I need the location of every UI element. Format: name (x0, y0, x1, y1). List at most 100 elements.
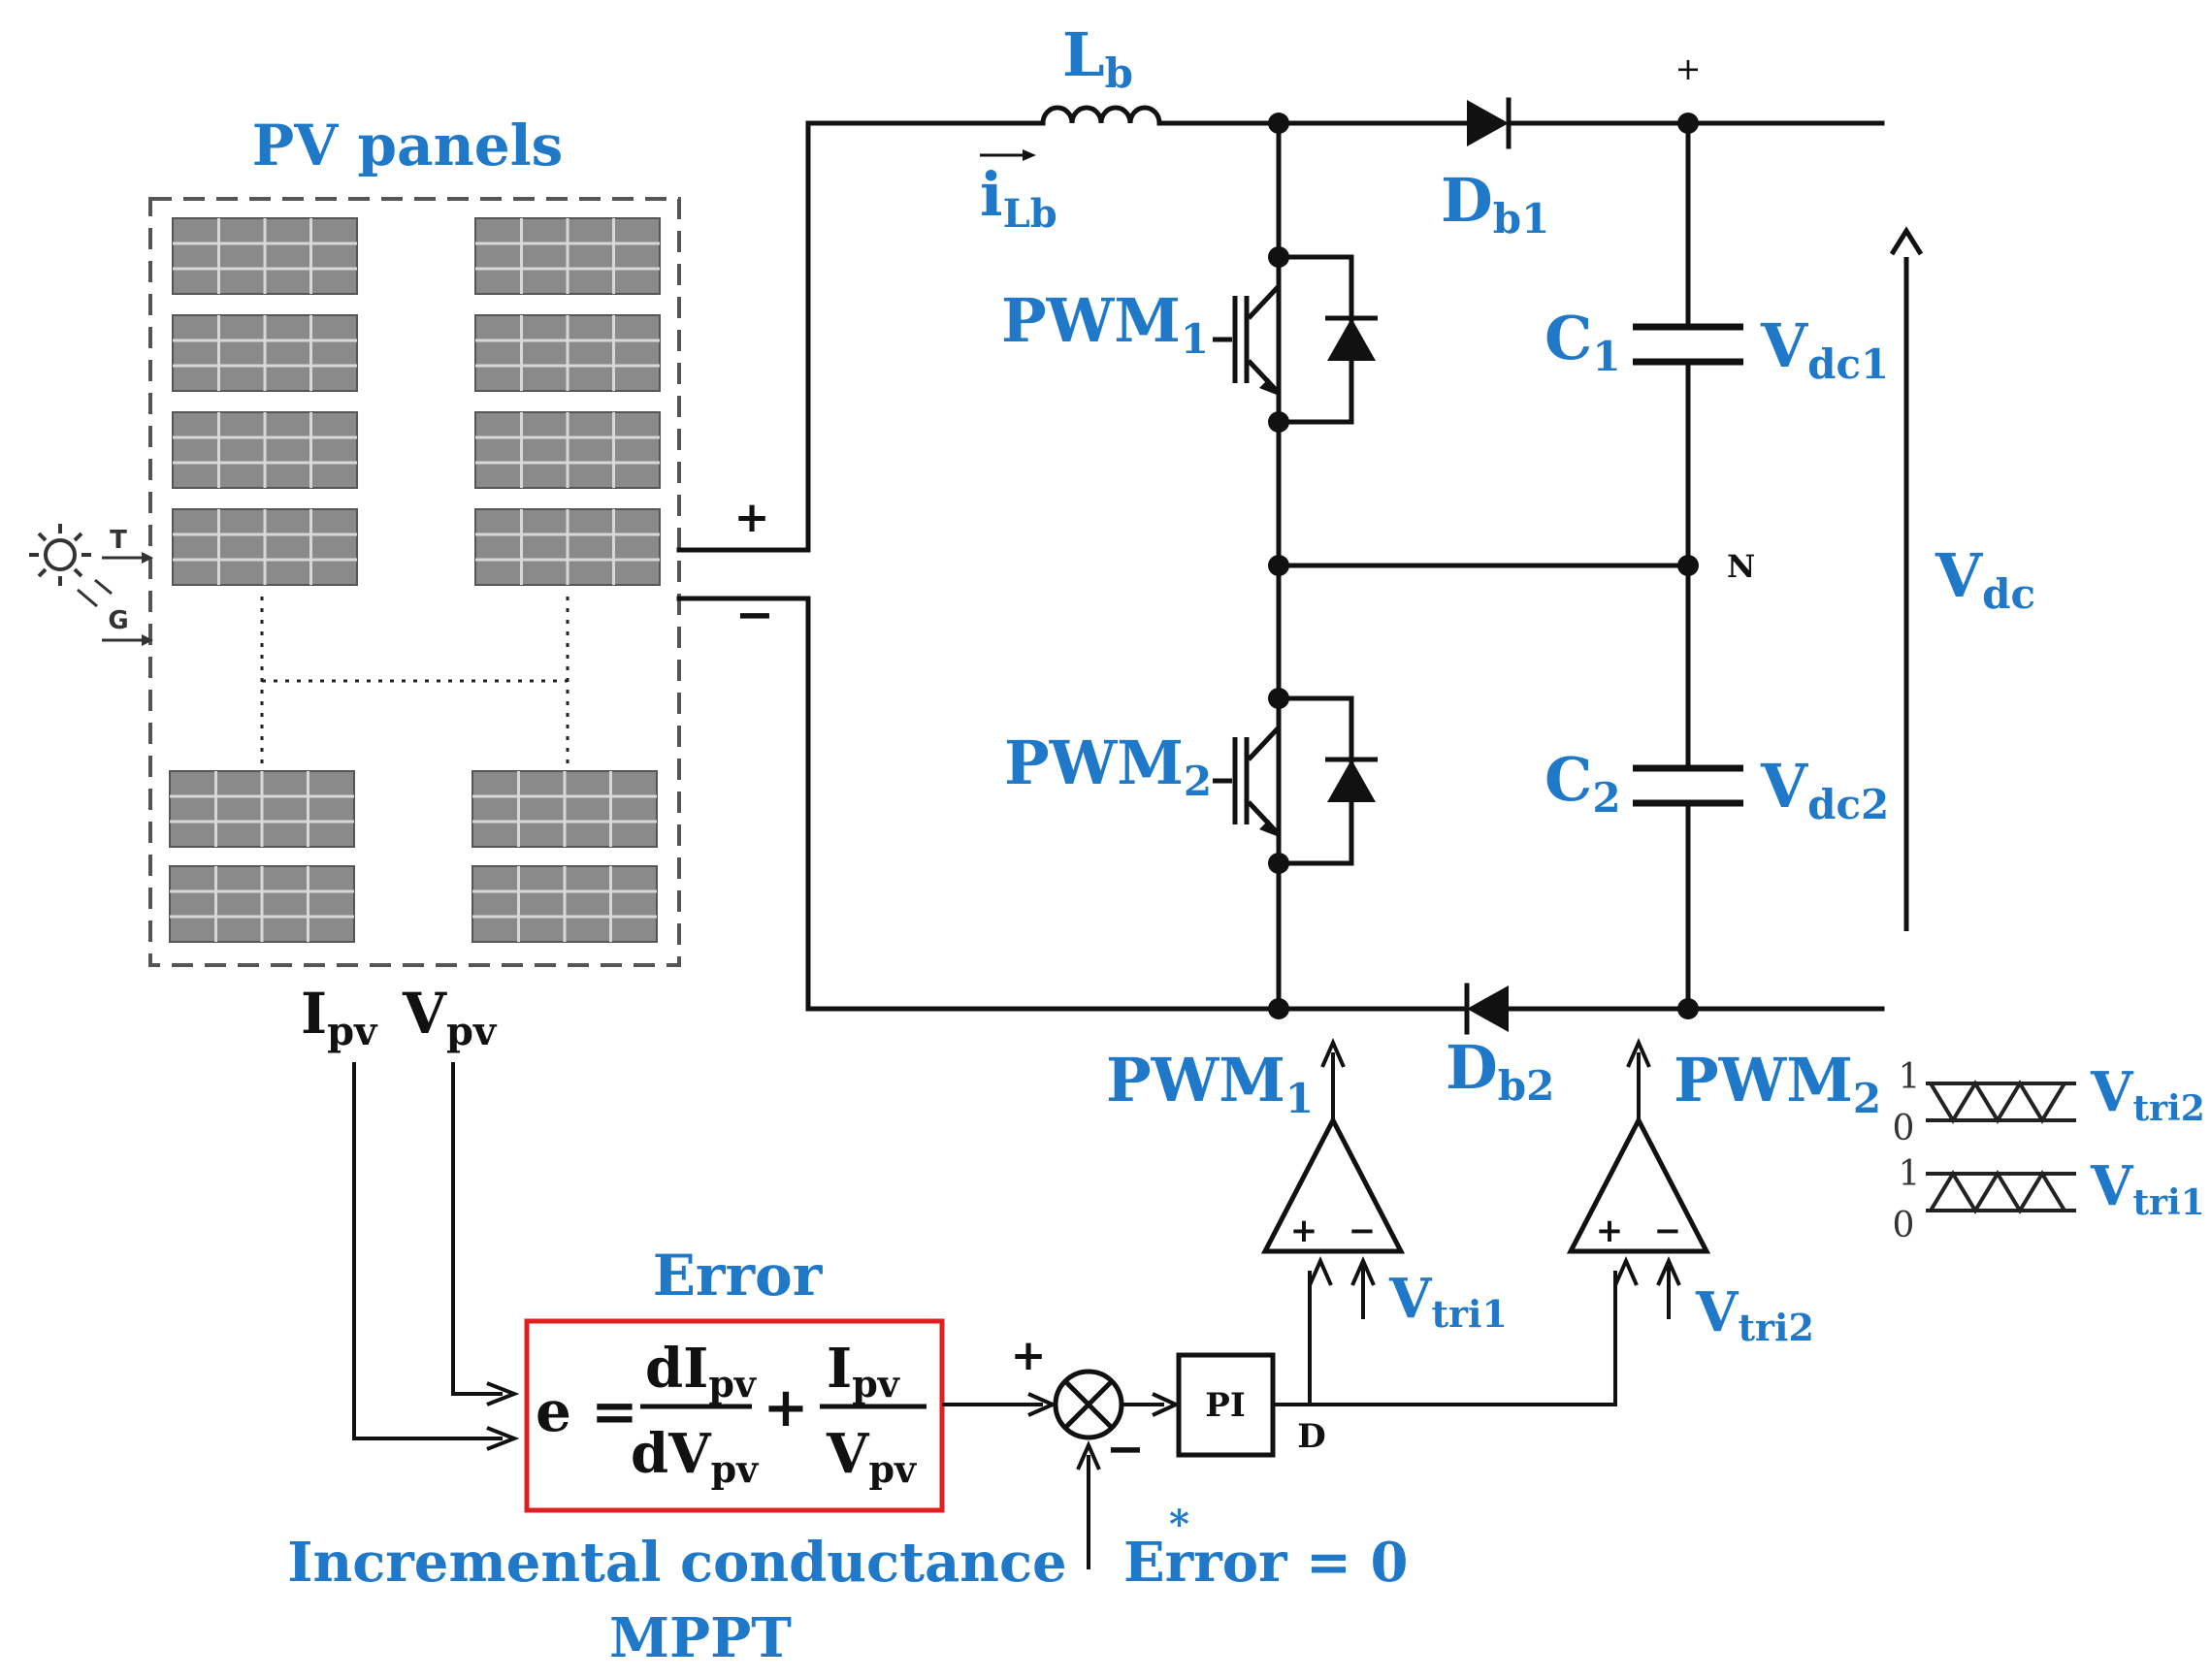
ray-line-2 (94, 578, 113, 596)
diode-db1-symbol (1467, 100, 1509, 146)
irradiance-arrowhead (142, 634, 153, 646)
diode-db2-label: Db2 (1446, 1032, 1554, 1110)
irradiance-label: G (108, 606, 128, 635)
solar-panel-module (474, 314, 661, 392)
switch-node (1268, 688, 1289, 709)
pv-plus-terminal: + (734, 493, 770, 542)
solar-panel-module (172, 508, 358, 586)
comparator-1: +− (1260, 1038, 1406, 1319)
node-bottom-switch (1268, 998, 1289, 1019)
inductor-label: Lb (1062, 19, 1133, 97)
boost-power-circuit: Lb iLb Db1 Db2 + N C1 C2 Vdc1 Vdc2 Vdc P… (805, 19, 2035, 1110)
solar-panel-module (169, 770, 355, 848)
diode-db1-label: Db1 (1441, 165, 1549, 242)
solar-panel-module (474, 411, 661, 489)
pi-input-arrowhead (1152, 1392, 1181, 1417)
vtri2-legend-label: Vtri2 (2090, 1060, 2205, 1129)
eq-den2: Vpv (826, 1422, 918, 1491)
ipv-signal-wire (352, 1062, 503, 1440)
neutral-label: N (1727, 548, 1755, 585)
comparator-plus: + (1290, 1212, 1318, 1250)
node-neutral (1677, 555, 1699, 576)
comparator-triangle (1260, 1115, 1406, 1254)
pv-minus-terminal: − (735, 588, 774, 642)
comparator-plus-arrowhead (1613, 1256, 1639, 1286)
switch-node (1268, 853, 1289, 874)
top-plus-label: + (1675, 50, 1702, 87)
eq-num2: Ipv (827, 1337, 901, 1405)
vtri1-comparator-label: Vtri1 (1388, 1267, 1508, 1336)
carrier2-one: 1 (1899, 1057, 1921, 1097)
carrier2-zero: 0 (1893, 1109, 1915, 1148)
node-top-switch (1268, 113, 1289, 134)
vpv-signal-arrowhead (486, 1381, 520, 1406)
temperature-label: T (110, 526, 127, 555)
solar-panel-module (474, 217, 661, 295)
carrier-input-arrowhead (1656, 1256, 1681, 1286)
node-top-cap (1677, 113, 1699, 134)
carrier-legend: 1 0 Vtri2 1 0 Vtri1 (1893, 1057, 2205, 1245)
pv-negative-wire (676, 596, 981, 1012)
comparator-output-arrowhead (1626, 1038, 1651, 1068)
pi-label: PI (1205, 1386, 1245, 1425)
sum-minus-sign: − (1106, 1422, 1145, 1476)
error-signal-arrowhead (1027, 1392, 1057, 1417)
solar-panel-module (172, 411, 358, 489)
vpv-label: Vpv (402, 981, 498, 1054)
solar-panel-module (169, 865, 355, 943)
summing-cross-b (1063, 1379, 1114, 1430)
sun-icon (29, 524, 91, 586)
pv-array-boundary (148, 197, 681, 967)
carrier1-zero: 0 (1893, 1206, 1915, 1245)
duty-label: D (1297, 1417, 1325, 1456)
reference-arrowhead (1076, 1440, 1101, 1470)
ipv-label: Ipv (301, 981, 378, 1054)
pwm1-output-label: PWM1 (1106, 1045, 1314, 1122)
comparator-plus: + (1596, 1212, 1624, 1250)
comparator-plus-arrowhead (1308, 1256, 1333, 1286)
mppt-equation-box (524, 1318, 945, 1513)
ipv-signal-arrowhead (486, 1426, 520, 1451)
solar-panel-module (474, 508, 661, 586)
mppt-caption-line2: MPPT (609, 1606, 792, 1670)
comparator-minus: − (1349, 1212, 1377, 1250)
solar-panel-grid (169, 217, 661, 943)
eq-den1: dVpv (631, 1422, 760, 1491)
cap1-label: C1 (1544, 303, 1621, 380)
comparator-minus: − (1654, 1212, 1682, 1250)
inductor-current-arrowhead (1023, 149, 1036, 161)
switch-node (1268, 246, 1289, 268)
ray-line-1 (77, 588, 98, 608)
carrier2-wave (1929, 1080, 2066, 1124)
vpv-signal-wire (451, 1062, 503, 1396)
solar-panel-module (471, 865, 658, 943)
sum-plus-sign: + (1011, 1331, 1047, 1380)
vdc2-label: Vdc2 (1760, 751, 1889, 828)
eq-plus: + (764, 1375, 809, 1439)
freewheel-diode-symbol (1327, 759, 1376, 802)
inductor-current-label: iLb (980, 159, 1057, 237)
comparator-triangle (1566, 1115, 1711, 1254)
temperature-arrowhead (142, 552, 153, 564)
mppt-caption-line1: Incremental conductance (287, 1531, 1066, 1595)
solar-panel-module (172, 314, 358, 392)
eq-e-label: e = (536, 1378, 638, 1444)
error-reference-label: Error = 0 (1123, 1531, 1408, 1595)
switch-node (1268, 411, 1289, 433)
emitter-arrowhead (1259, 378, 1277, 395)
cap2-label: C2 (1544, 744, 1621, 822)
comparator-2: +− (1566, 1038, 1711, 1319)
pv-panels-label: PV panels (252, 113, 564, 178)
pwm1-switch-label: PWM1 (1001, 285, 1209, 363)
vtri1-legend-label: Vtri1 (2090, 1154, 2205, 1223)
igbt-switch-1 (1213, 246, 1378, 433)
node-bottom-cap (1677, 998, 1699, 1019)
vtri2-comparator-label: Vtri2 (1695, 1280, 1814, 1349)
diode-db2-symbol (1467, 985, 1509, 1032)
pwm2-output-label: PWM2 (1674, 1045, 1881, 1122)
error-reference-star: * (1169, 1502, 1189, 1547)
node-mid-switch (1268, 555, 1289, 576)
vdc1-label: Vdc1 (1760, 310, 1889, 388)
carrier1-one: 1 (1899, 1154, 1921, 1194)
